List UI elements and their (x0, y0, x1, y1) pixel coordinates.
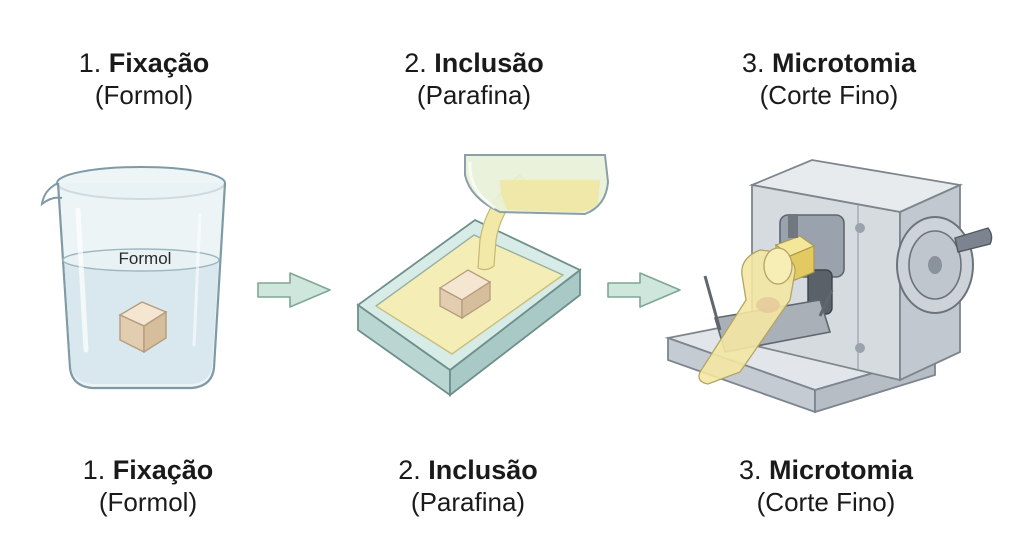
step-3-name-bottom: Microtomia (769, 455, 914, 485)
tissue-block-icon (438, 269, 492, 320)
step-2-detail-bottom: (Parafina) (410, 486, 526, 517)
step-3-number-bottom: 3. (738, 455, 762, 485)
step-3-caption-top: 3. Microtomia (Corte Fino) (679, 48, 979, 111)
step-3-detail-bottom: (Corte Fino) (756, 486, 896, 517)
step-2-detail: (Parafina) (416, 79, 532, 110)
handwheel-icon (896, 216, 993, 314)
step-1-name: Fixação (108, 48, 210, 78)
step-2-name: Inclusão (434, 48, 544, 78)
beaker-icon (40, 166, 227, 390)
step-1-detail: (Formol) (94, 79, 194, 110)
step-1-caption-top: 1. Fixação (Formol) (0, 48, 294, 111)
beaker-liquid-label: Formol (119, 249, 172, 268)
tissue-block-icon (118, 301, 168, 354)
arrow-right-icon (257, 272, 331, 308)
step-2-number: 2. (404, 48, 427, 78)
step-2-caption-bottom: 2. Inclusão (Parafina) (318, 455, 618, 518)
pouring-beaker-icon (464, 154, 610, 216)
step-3-name: Microtomia (772, 48, 917, 78)
step-3-caption-bottom: 3. Microtomia (Corte Fino) (676, 455, 976, 518)
step-1-detail-bottom: (Formol) (98, 486, 198, 517)
step-3-detail: (Corte Fino) (759, 79, 899, 110)
step-1-number-bottom: 1. (82, 455, 106, 485)
step-2-caption-top: 2. Inclusão (Parafina) (324, 48, 624, 111)
step-2-name-bottom: Inclusão (428, 455, 538, 485)
step-1-number: 1. (78, 48, 102, 78)
step-2-number-bottom: 2. (398, 455, 421, 485)
step-1-caption-bottom: 1. Fixação (Formol) (0, 455, 298, 518)
step-3-number: 3. (741, 48, 765, 78)
arrow-right-icon (607, 272, 681, 308)
microtome-icon (664, 159, 964, 414)
step-1-name-bottom: Fixação (112, 455, 214, 485)
